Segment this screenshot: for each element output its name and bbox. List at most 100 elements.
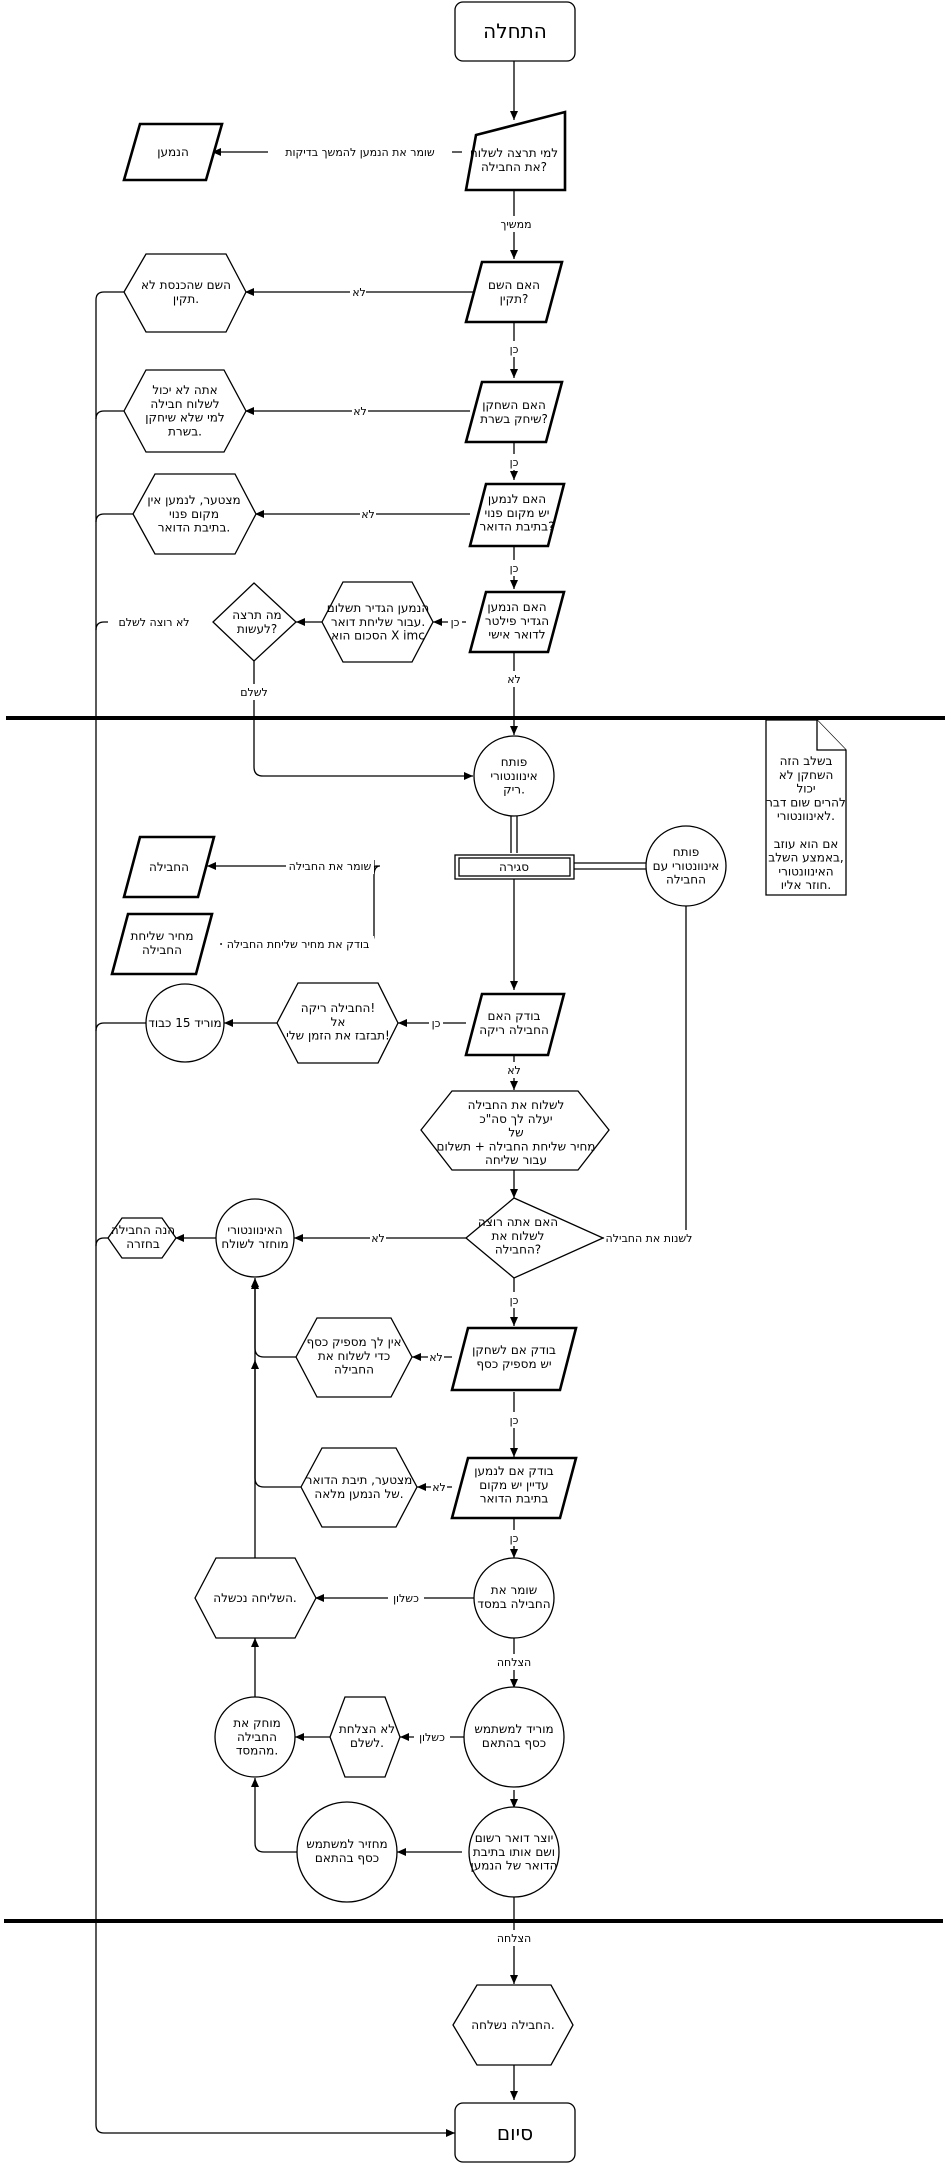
- label-line: מחיר שליחת החבילה + תשלום: [437, 1139, 596, 1153]
- label-line: חוזר אליו.: [781, 878, 831, 892]
- label-line: החבילה?: [495, 1243, 541, 1257]
- label-line: יוצר דואר רשום: [475, 1831, 554, 1845]
- node-close-label: סגירה: [499, 860, 529, 874]
- edge-label-yes: כן: [510, 1532, 519, 1545]
- node-end: סיום: [454, 2102, 576, 2163]
- label-line: ושם אותו בתיבת: [473, 1845, 555, 1859]
- label-line: החבילה: [142, 943, 182, 957]
- edge-label-no-want-pay: לא רוצה לשלם: [118, 616, 189, 629]
- label-line: השחקן לא: [779, 768, 834, 782]
- edge-label-no: לא: [352, 286, 366, 299]
- label-line: אם הוא עוזב: [774, 837, 839, 851]
- label-line: מהמסד.: [236, 1744, 278, 1758]
- edge-label-change-package: לשנות את החבילה: [606, 1232, 693, 1245]
- node-end-label: סיום: [497, 2121, 533, 2145]
- label-line: את החבילה?: [481, 160, 547, 174]
- label-line: מוחזר לשולח: [221, 1237, 288, 1251]
- label-line: לשלוח חבילה: [150, 397, 219, 411]
- label-line: הנה החבילה: [111, 1223, 175, 1237]
- edge-label-yes: כן: [510, 562, 519, 575]
- label-line: הנמען הגדיר תשלום: [327, 601, 429, 615]
- edge-label-yes: כן: [451, 616, 460, 629]
- label-line: יכול: [796, 782, 815, 796]
- label-line: שיחק בשרת?: [480, 412, 548, 426]
- label-line: בתיבת הדואר.: [158, 521, 230, 535]
- edge-label-yes: כן: [510, 1294, 519, 1307]
- label-line: אתה לא יכול: [152, 383, 217, 397]
- label-line: אינוונטורי עם: [653, 859, 720, 873]
- label-line: מוריד למשתמש: [474, 1722, 553, 1736]
- label-line: מצטער, לנמען אין: [147, 493, 240, 507]
- label-line: בשרת.: [168, 424, 202, 438]
- label-line: לשלם.: [350, 1736, 384, 1750]
- edge-label-save-package: שומר את החבילה: [289, 860, 372, 873]
- node-remove15-label: מוריד 15 כבוד: [148, 1016, 221, 1030]
- label-line: לאינוונטורי.: [777, 809, 835, 823]
- label-line: תבזבז את הזמן שלי!: [286, 1029, 390, 1043]
- label-line: פותח: [673, 845, 700, 859]
- label-line: האם השחקן: [482, 398, 546, 412]
- label-line: בחזרה: [126, 1237, 160, 1251]
- edge-label-pay: לשלם: [240, 686, 268, 699]
- edge-label-save-recipient: שומר את הנמען להמשך בדיקות: [285, 146, 435, 159]
- label-line: [804, 823, 808, 837]
- label-line: אל: [331, 1015, 346, 1029]
- label-line: לדואר אישי: [488, 628, 545, 642]
- label-line: יעלה לך סה"כ: [479, 1112, 552, 1126]
- label-line: האם אתה רוצה: [478, 1215, 558, 1229]
- edge-label-failure: כשלון: [393, 1592, 419, 1605]
- label-line: ריק.: [503, 783, 525, 797]
- label-line: כדי לשלוח את: [318, 1349, 390, 1363]
- label-line: בתיבת הדואר?: [480, 520, 555, 534]
- label-line: האם השם: [488, 278, 540, 292]
- label-line: מחיר שליחת: [131, 929, 194, 943]
- node-package: החבילה: [122, 835, 216, 899]
- label-line: הגדיר פילטר: [485, 614, 549, 628]
- edge-label-no: לא: [361, 508, 375, 521]
- label-line: עבור שליחה: [485, 1153, 547, 1167]
- label-line: למי שלא שיחקן: [145, 411, 224, 425]
- node-sent: החבילה נשלחה.: [452, 1984, 574, 2066]
- node-recipient-label: הנמען: [157, 145, 189, 159]
- edge-label-no: לא: [507, 673, 521, 686]
- edge-label-no: לא: [432, 1481, 446, 1494]
- label-line: באמצע השלב,: [768, 851, 843, 865]
- node-send-failed-label: השליחה נכשלה.: [213, 1591, 296, 1605]
- label-line: יש מקום פנוי: [485, 506, 550, 520]
